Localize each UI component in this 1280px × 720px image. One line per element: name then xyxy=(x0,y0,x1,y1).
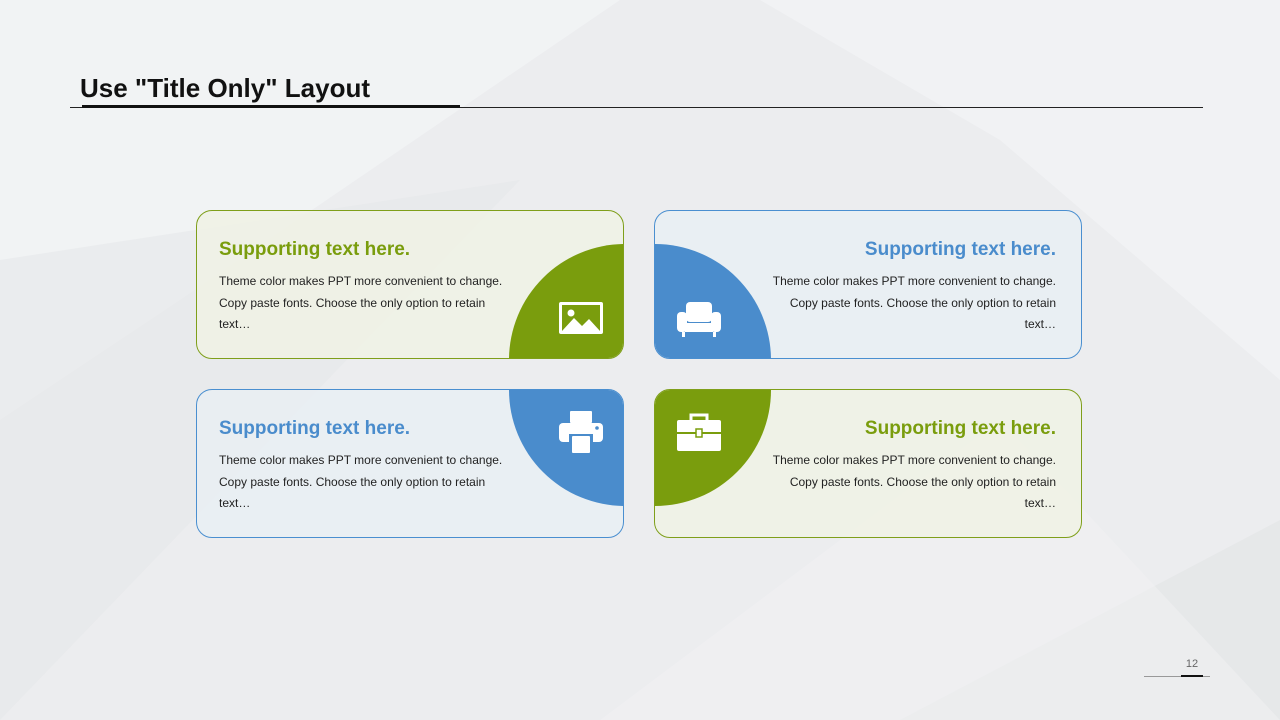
card-body: Theme color makes PPT more convenient to… xyxy=(772,453,1056,510)
card-body: Theme color makes PPT more convenient to… xyxy=(219,453,503,510)
feature-card-4: Supporting text here. Theme color makes … xyxy=(654,389,1082,538)
feature-card-1: Supporting text here. Theme color makes … xyxy=(196,210,624,359)
image-icon xyxy=(559,302,603,334)
card-body: Theme color makes PPT more convenient to… xyxy=(219,274,503,331)
title-underline-accent xyxy=(82,105,460,108)
briefcase-icon xyxy=(677,413,721,451)
slide-title: Use "Title Only" Layout xyxy=(80,73,371,103)
armchair-icon xyxy=(677,302,721,337)
printer-icon xyxy=(559,411,603,454)
card-body: Theme color makes PPT more convenient to… xyxy=(772,274,1056,331)
page-number-rule xyxy=(1144,676,1210,677)
title-underline xyxy=(70,107,1203,108)
card-heading: Supporting text here. xyxy=(219,239,411,260)
card-heading: Supporting text here. xyxy=(219,418,411,439)
feature-card-2: Supporting text here. Theme color makes … xyxy=(654,210,1082,359)
page-number: 12 xyxy=(1185,658,1199,670)
card-heading: Supporting text here. xyxy=(864,239,1056,260)
feature-card-3: Supporting text here. Theme color makes … xyxy=(196,389,624,538)
page-number-accent xyxy=(1181,675,1203,677)
card-heading: Supporting text here. xyxy=(864,418,1056,439)
